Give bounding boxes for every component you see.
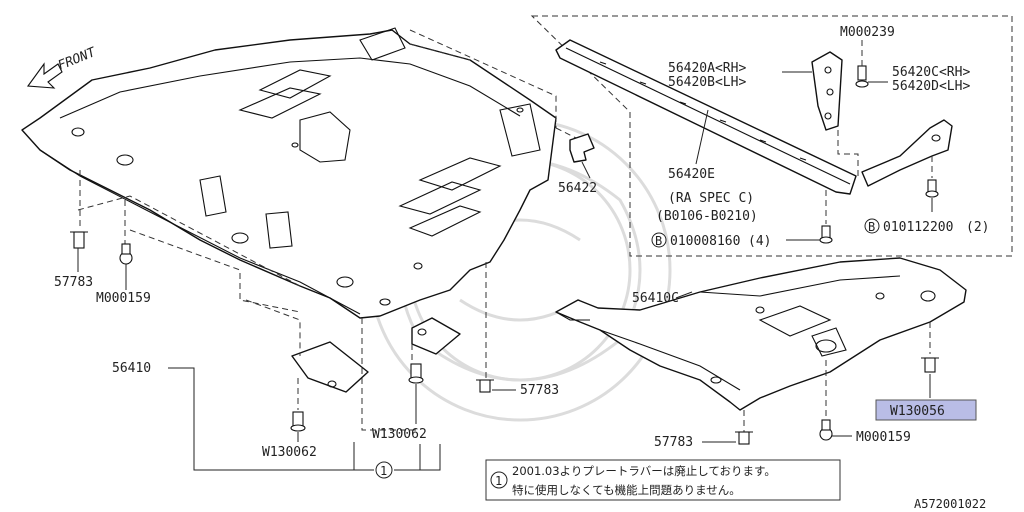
label-w130056: W130056: [890, 404, 945, 419]
clip-w130056-icon: [921, 357, 939, 373]
sub-under-cover: [555, 257, 967, 411]
label-56420c: 56420C<RH>: [892, 65, 970, 80]
front-label: FRONT: [56, 45, 99, 74]
bolt-marker-1: B: [655, 234, 662, 248]
bracket-56420cd: [861, 119, 953, 187]
label-56420b: 56420B<LH>: [668, 75, 746, 90]
bracket-56420ab: [811, 51, 843, 131]
label-56410c: 56410C: [632, 291, 679, 306]
label-m000159-right: M000159: [856, 430, 911, 445]
label-57783-right: 57783: [654, 435, 693, 450]
highlight-w130056: [875, 399, 977, 421]
bolt-marker-2: B: [868, 220, 875, 234]
note-marker: 1: [495, 474, 502, 488]
label-bolt-1-qty: (4): [748, 234, 771, 249]
label-bolt-2-code: 010112200: [883, 220, 953, 235]
label-56422: 56422: [558, 181, 597, 196]
label-56420e: 56420E: [668, 167, 715, 182]
clip-57783-left-icon: [70, 231, 88, 249]
label-bolt-2-qty: (2): [966, 220, 989, 235]
bolt-marker-2-circle: [864, 218, 880, 234]
label-bolt-1-code: 010008160: [670, 234, 740, 249]
label-w130062-left: W130062: [262, 445, 317, 460]
label-56410: 56410: [112, 361, 151, 376]
bolt-marker-1-circle: [651, 232, 667, 248]
main-under-cover: [21, 27, 557, 319]
bolt-w130062-left-icon: [290, 411, 306, 432]
ref-marker-label: 1: [380, 464, 387, 478]
detail-box: [530, 15, 1013, 257]
clip-57783-mid-icon: [476, 379, 494, 393]
label-w130062-right: W130062: [372, 427, 427, 442]
clip-57783-right-icon: [735, 431, 753, 445]
label-m000239: M000239: [840, 25, 895, 40]
label-m000159-left: M000159: [96, 291, 151, 306]
label-ra-spec: (RA SPEC C): [668, 191, 754, 206]
note-line-1: 2001.03よりプレートラバーは廃止しております。: [512, 464, 776, 478]
plate-right: [411, 317, 461, 355]
bolt-010112200-icon: [925, 179, 939, 198]
label-57783-left: 57783: [54, 275, 93, 290]
bolt-010008160-icon: [819, 225, 833, 244]
label-56420d: 56420D<LH>: [892, 79, 970, 94]
bolt-m000159-left-icon: [119, 243, 133, 265]
label-56420a: 56420A<RH>: [668, 61, 746, 76]
bolt-m000239-icon: [855, 65, 869, 88]
drawing-number: A572001022: [914, 497, 986, 511]
bolt-m000159-right-icon: [819, 419, 833, 441]
front-arrow-icon: [26, 62, 63, 89]
note-box: [485, 459, 841, 501]
clip-56422-icon: [569, 133, 595, 163]
note-marker-circle: [490, 471, 508, 489]
ref-marker-circle: [375, 461, 393, 479]
label-57783-mid: 57783: [520, 383, 559, 398]
bolt-w130062-right-icon: [408, 363, 424, 384]
note-line-2: 特に使用しなくても機能上問題ありません。: [512, 483, 741, 497]
plate-left: [291, 341, 369, 393]
label-date-range: (B0106-B0210): [656, 209, 758, 224]
